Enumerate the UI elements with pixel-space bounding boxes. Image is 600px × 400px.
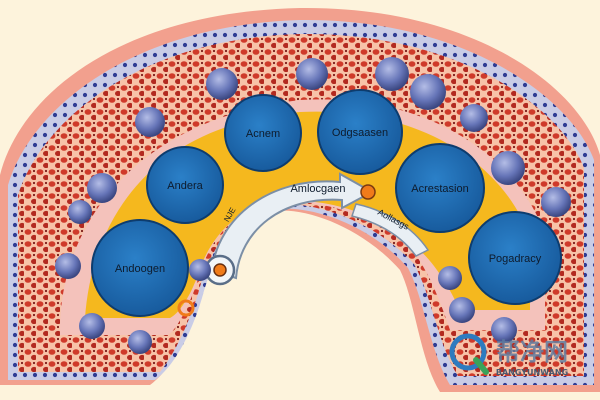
nodule (491, 151, 525, 185)
nodule (79, 313, 105, 339)
lower-arrow (351, 203, 430, 257)
watermark-logo-icon (449, 333, 487, 371)
nodule (410, 74, 446, 110)
nodule (296, 58, 328, 90)
nodule (375, 57, 409, 91)
nodule (541, 187, 571, 217)
nodule (189, 259, 211, 281)
label-pogadracy: Pogadracy (489, 253, 542, 265)
nodule (55, 253, 81, 279)
node-andera (146, 146, 224, 224)
label-acrestasion: Acrestasion (411, 183, 468, 195)
watermark-logo-tail-icon (473, 357, 489, 375)
node-odgsaasen (317, 89, 403, 175)
nodule (449, 297, 475, 323)
label-odgsaasen: Odgsaasen (332, 127, 388, 139)
label-andera: Andera (167, 180, 203, 192)
arrow-label: Amlocgaen (290, 183, 345, 195)
node-acrestasion (395, 143, 485, 233)
nodule (460, 104, 488, 132)
nodule (135, 107, 165, 137)
watermark-latin: BANGYUNWANG (496, 368, 568, 377)
small-orange-ring (177, 299, 195, 317)
node-acnem (224, 94, 302, 172)
valve-core (213, 263, 227, 277)
nodule (68, 200, 92, 224)
node-pogadracy (468, 211, 562, 305)
watermark-chinese: 帮净网 (496, 338, 568, 366)
nodule (438, 266, 462, 290)
node-andoogen (91, 219, 189, 317)
nodule (128, 330, 152, 354)
label-acnem: Acnem (246, 128, 280, 140)
nodule (206, 68, 238, 100)
nodule (491, 317, 517, 343)
nodule-group (55, 57, 571, 354)
nodule (87, 173, 117, 203)
orange-marker (360, 184, 376, 200)
watermark: 帮净网 BANGYUNWANG (449, 333, 568, 377)
label-andoogen: Andoogen (115, 263, 165, 275)
